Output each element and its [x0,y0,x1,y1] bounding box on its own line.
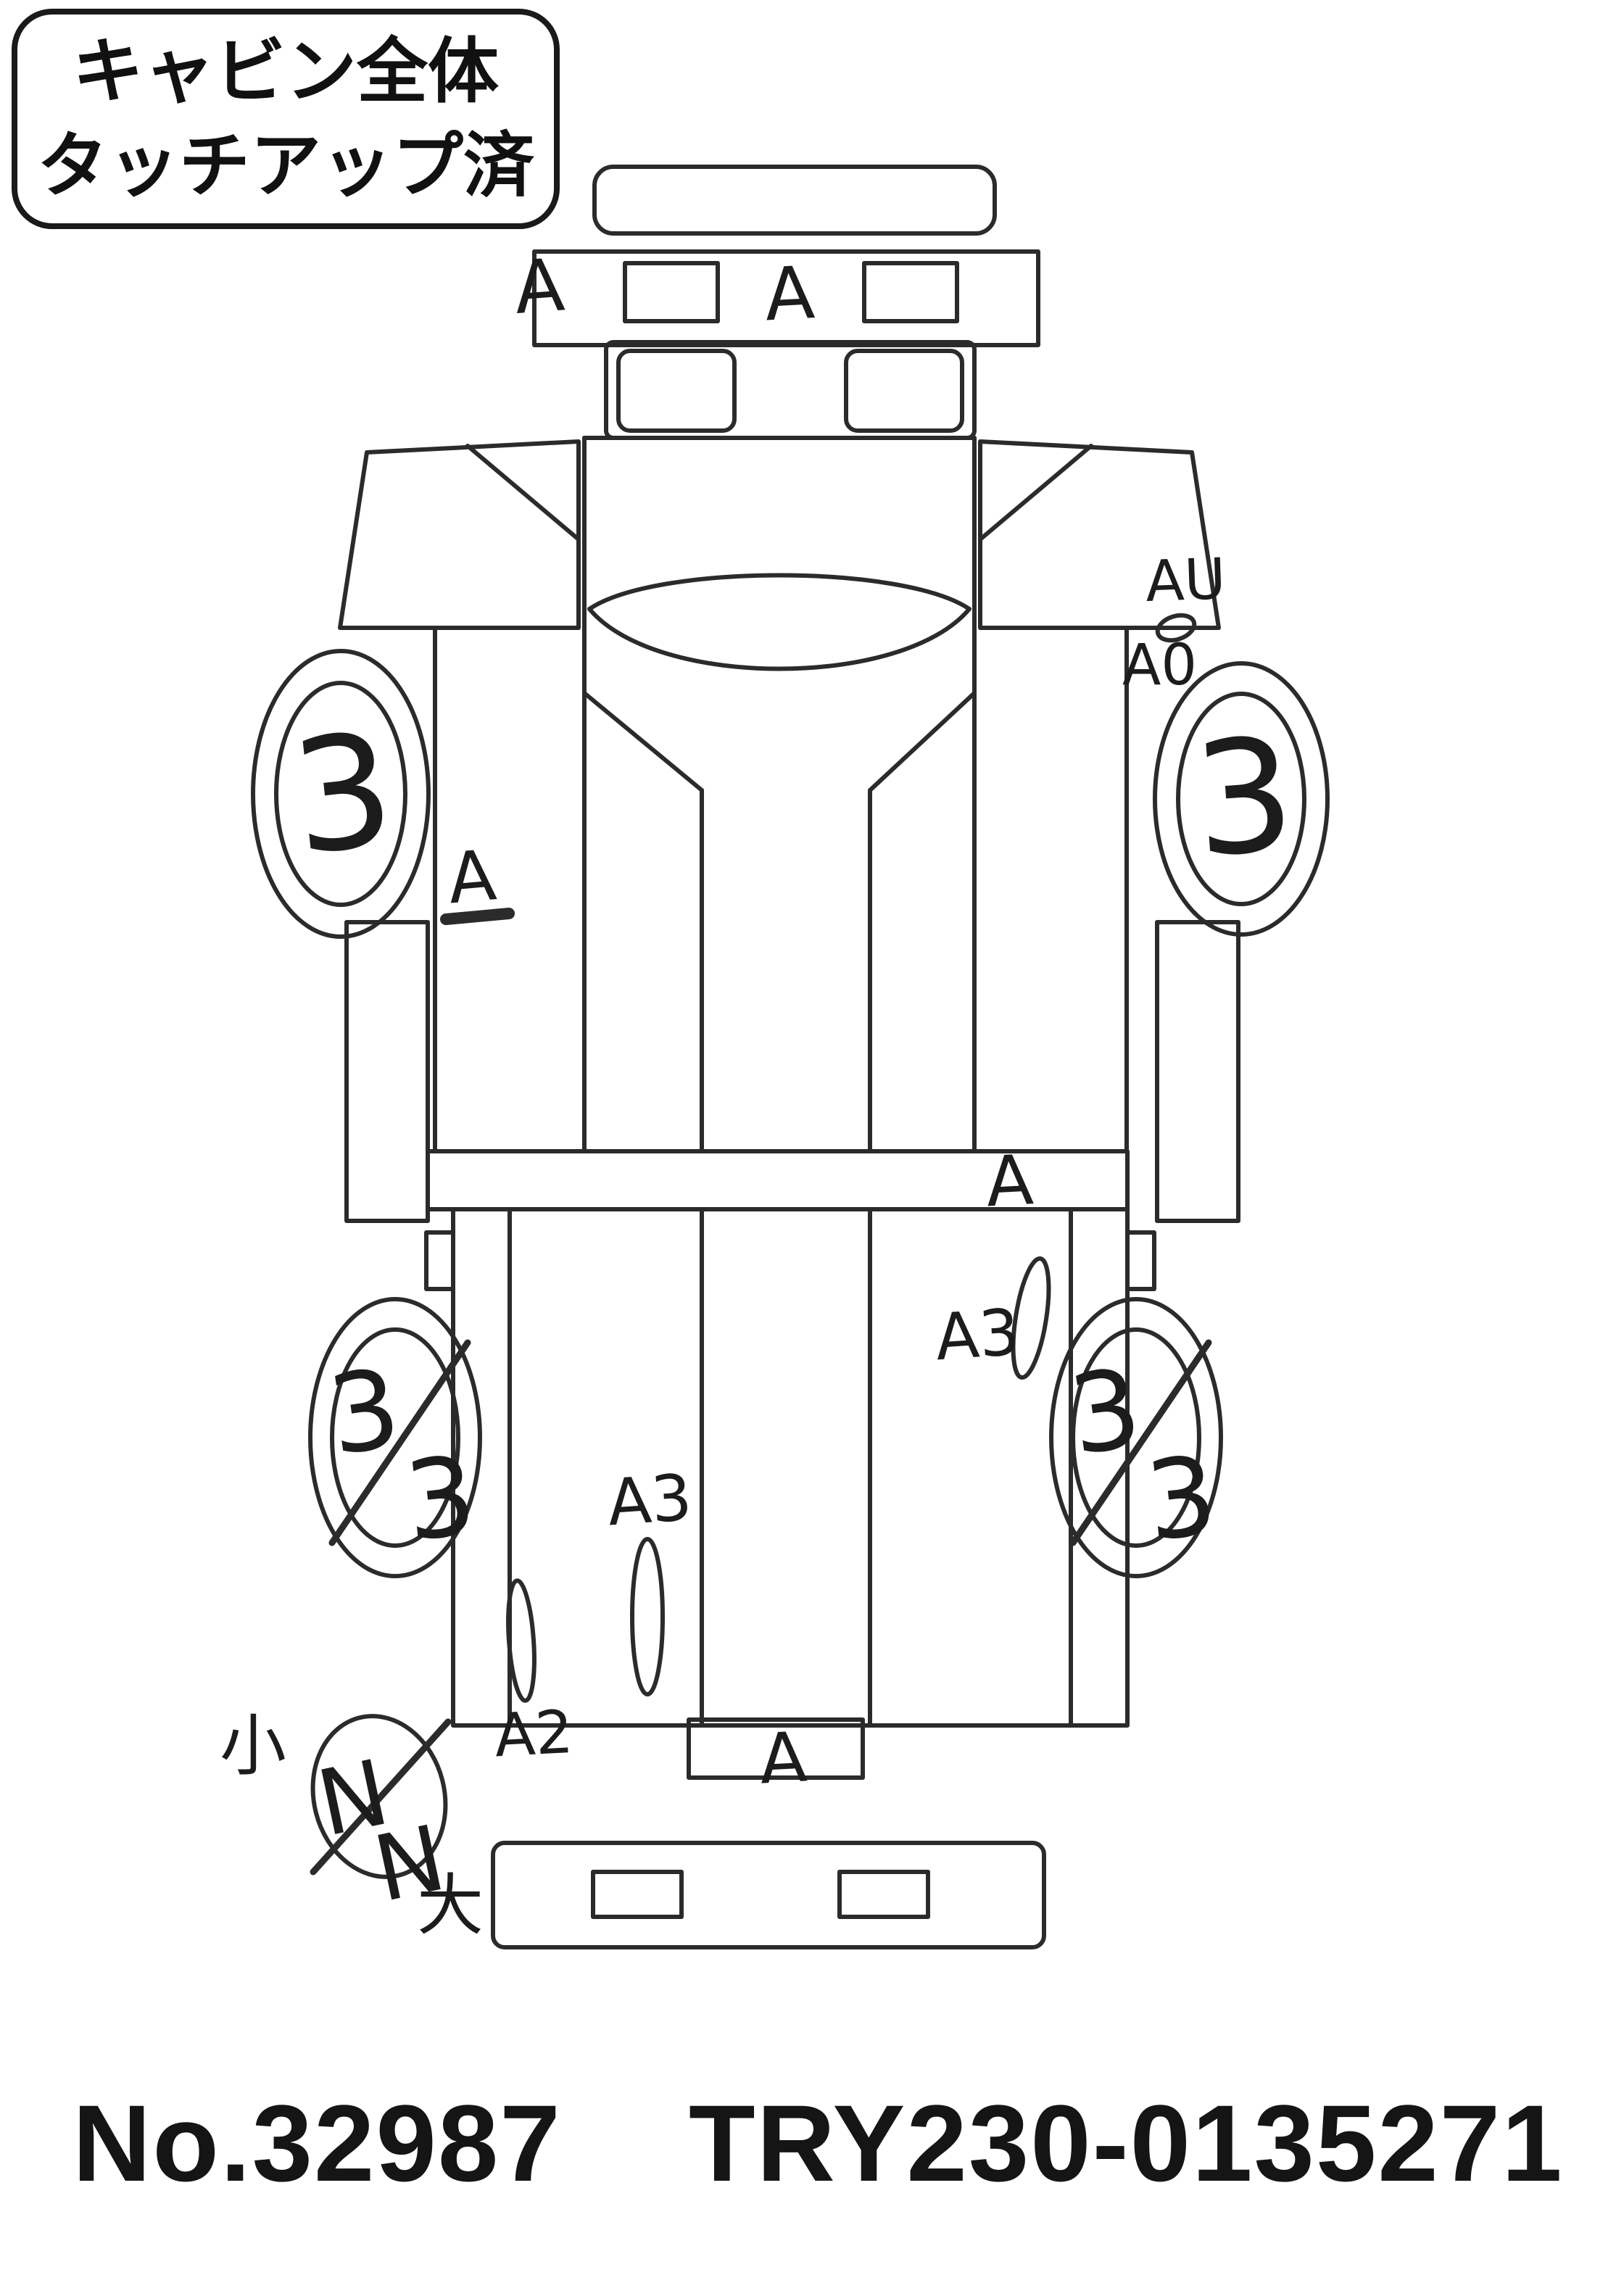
bed-rail-left [451,1207,512,1728]
mark-bed-front-right: A [984,1140,1035,1222]
windshield-frame [604,340,977,440]
rear-center-plate [687,1717,865,1780]
footer: No.32987 TRY230-0135271 [0,2081,1624,2226]
mark-spare-small: 小 [220,1707,286,1785]
mark-bed-right-a3: A3 [933,1295,1022,1375]
sheet-number: No.32987 [72,2082,562,2204]
side-window-line-right [978,444,1093,542]
mark-door-left: A [444,834,499,919]
roof-taper-right [868,691,977,792]
mark-side-right-lower: A0 [1122,633,1197,698]
roof-taper-left [582,691,704,792]
tire-slash-rear-left [328,1339,471,1546]
tire-slash-rear-right [1069,1339,1212,1546]
dent-mark-right-upper [1155,613,1197,643]
cab-bed-junction [426,1149,1130,1211]
rear-wheel-right-inner [1071,1327,1201,1548]
spare-tire-slash [310,1718,452,1876]
front-light-left [623,261,720,323]
vehicle-outline [251,165,1330,1949]
note-box: キャビン全体 タッチアップ済 [12,9,560,229]
note-line-2: タッチアップ済 [36,125,534,207]
rear-reflector-right [837,1870,930,1919]
rear-bumper [491,1841,1046,1949]
mark-rear-wheel-left-2: 3 [399,1433,481,1566]
rear-wheel-left-outer [308,1297,482,1578]
side-step-right [1155,920,1240,1223]
front-wheel-left-inner [274,681,407,907]
scratch-mark-bed-center [630,1537,665,1696]
mark-front-wheel-left: 3 [284,698,402,890]
mark-rear-wheel-right-2: 3 [1140,1433,1222,1565]
scratch-mark-bed-left [506,1578,536,1703]
front-wheel-right-outer [1153,661,1330,937]
side-window-line-left [465,444,581,542]
mark-bed-left-a2: A2 [493,1698,575,1771]
windshield-pane-right [844,349,964,433]
damage-marks: A A AU A0 3 3 A A A3 A3 A2 3 3 3 3 A 小 N… [220,242,1300,1944]
roof-windshield-curve-bottom [587,607,972,671]
damage-shapes [310,613,1212,1879]
mark-spare-large: 大 [417,1867,484,1944]
mark-side-right-upper: AU [1145,547,1227,615]
mark-rear-center: A [758,1717,809,1799]
windshield-pane-left [616,349,737,433]
front-light-right [862,261,959,323]
scratch-mark-bed-right [1011,1256,1051,1380]
mark-bed-center-a3: A3 [605,1460,694,1541]
rear-reflector-left [591,1870,684,1919]
note-line-1: キャビン全体 [72,30,499,113]
mark-front-wheel-right: 3 [1188,703,1300,892]
front-wheel-right-inner [1176,692,1306,906]
mark-front-panel-center: A [763,250,816,337]
mark-front-panel-left: A [512,242,567,330]
bed-hinge-right [1125,1230,1156,1291]
door-smudge-mark [440,908,515,925]
roof-windshield-curve-top [587,573,972,611]
bed-hinge-left [424,1230,455,1291]
spare-tire-circle [310,1714,448,1879]
side-panel-upper-left [338,439,581,630]
side-step-left [344,920,430,1223]
chassis-code: TRY230-0135271 [689,2082,1564,2204]
rear-wheel-right-outer [1049,1297,1223,1578]
front-top-bar [592,165,997,236]
front-panel [532,249,1040,347]
side-panel-upper-right [978,439,1221,630]
front-wheel-left-outer [251,649,431,939]
rear-wheel-left-inner [330,1327,460,1548]
